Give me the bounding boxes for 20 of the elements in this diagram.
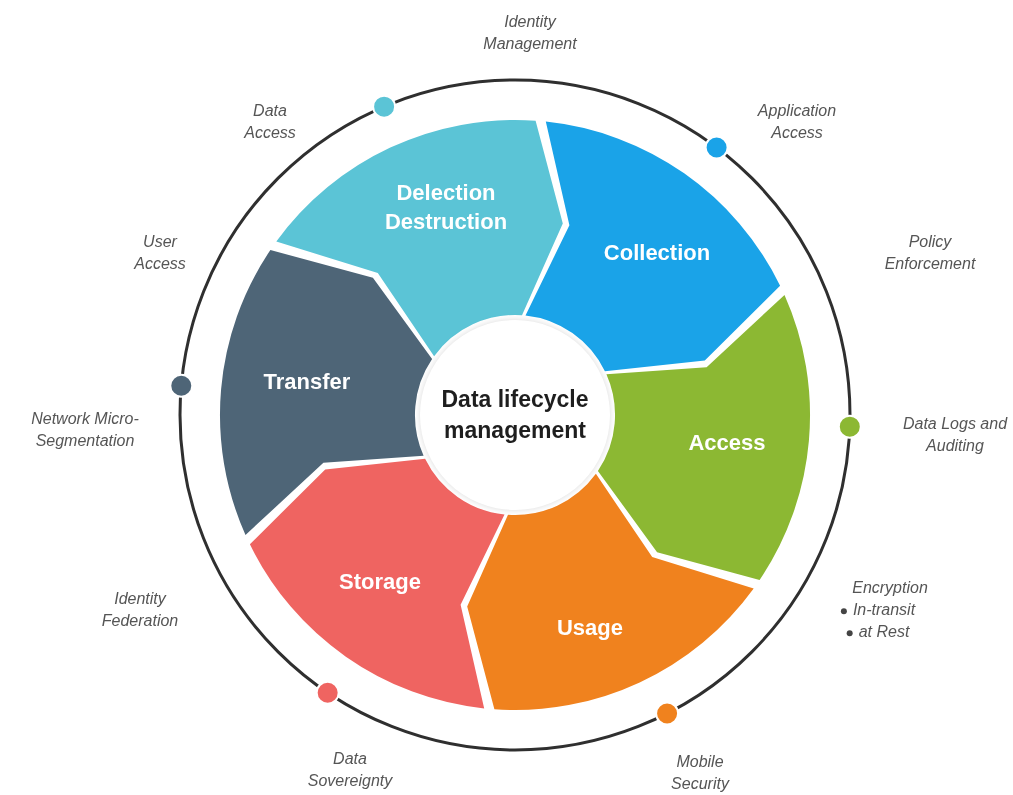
outer-label: Data Logs and Auditing: [901, 414, 1009, 456]
outer-label: Policy Enforcement: [883, 232, 977, 274]
outer-label: Mobile Security: [670, 752, 731, 794]
outer-label: Application Access: [756, 101, 838, 143]
segment-label: Collection: [603, 238, 711, 267]
segment-label: Transfer: [263, 367, 351, 396]
outer-label: User Access: [132, 232, 187, 274]
outer-label: Data Access: [242, 101, 297, 143]
bullet-item: In-transit: [840, 599, 916, 621]
segment-label: Storage: [339, 567, 421, 596]
outer-label: Network Micro-Segmentation: [30, 409, 140, 451]
outer-label: Identity Management: [482, 12, 578, 54]
segment-label: Access: [688, 428, 766, 457]
center-title: Data lifecycle management: [440, 384, 590, 445]
segment-label: Delection Destruction: [383, 179, 509, 236]
outer-label: Data Sovereignty: [306, 749, 394, 791]
segment-label: Usage: [557, 613, 623, 642]
outer-label: Encryption: [851, 578, 929, 599]
bullet-item: at Rest: [846, 621, 910, 643]
outer-label: Identity Federation: [100, 589, 180, 631]
